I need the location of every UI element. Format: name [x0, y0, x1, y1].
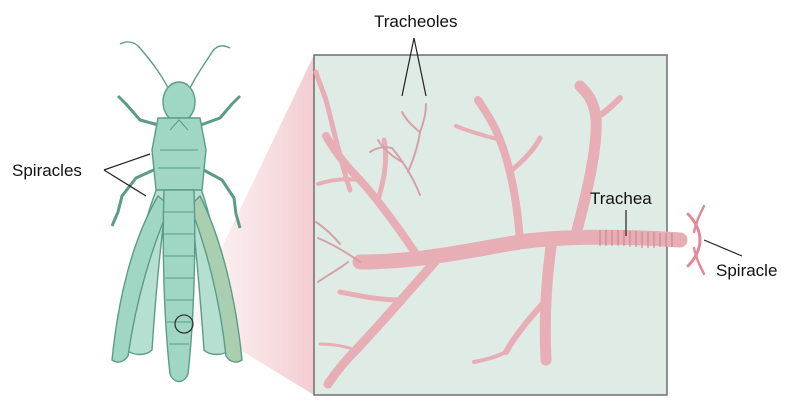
label-tracheoles: Tracheoles	[374, 13, 457, 30]
thorax	[152, 118, 206, 190]
label-spiracle: Spiracle	[716, 262, 777, 279]
front-leg-left	[118, 96, 162, 126]
front-leg-right	[198, 96, 240, 126]
label-trachea: Trachea	[590, 190, 652, 207]
grasshopper-illustration	[112, 42, 242, 382]
leader-spiracles-a	[104, 154, 150, 170]
label-spiracles: Spiracles	[12, 162, 82, 179]
abdomen	[163, 190, 195, 382]
leader-spiracle	[704, 240, 742, 256]
antenna-left	[120, 42, 168, 88]
antenna-right	[190, 46, 230, 88]
head	[163, 82, 195, 122]
